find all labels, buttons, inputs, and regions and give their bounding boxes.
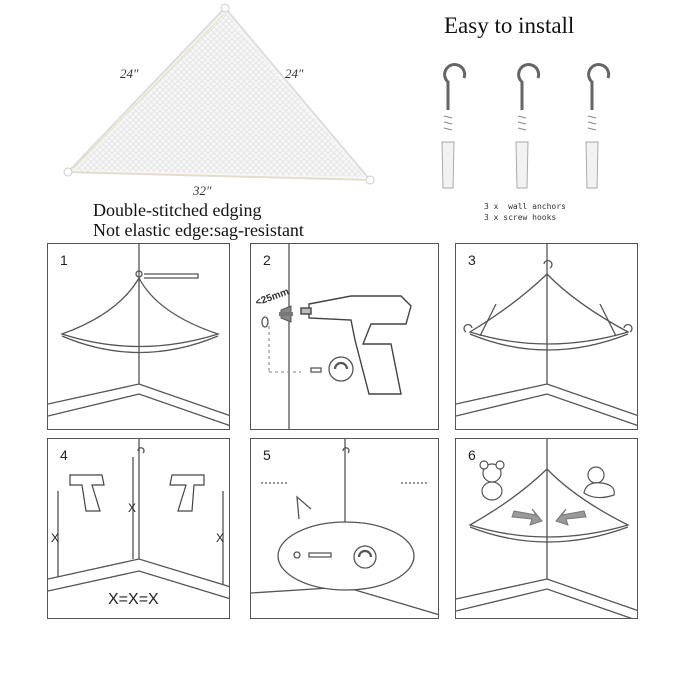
step-panel-3: 3 [455,243,638,430]
step-1-illustration [48,244,229,426]
insert-arrows [511,508,587,526]
install-title: Easy to install [444,13,575,38]
step-number: 4 [60,447,68,463]
step-3-illustration [456,244,637,426]
dim-right-label: 24″ [285,66,304,81]
equal-heights-equation: X=X=X [108,591,159,608]
step-2-illustration [261,244,412,429]
feature-line-1: Double-stitched edging [93,200,262,220]
feature-line-2: Not elastic edge:sag-resistant [93,220,304,240]
step-panel-2: 2 <25mm [250,243,439,430]
dim-bottom-label: 32″ [193,183,212,198]
step-number: 6 [468,447,476,463]
step-6-illustration [456,439,637,618]
step-number: 3 [468,252,476,268]
product-net-illustration [40,0,390,200]
screw-hooks-and-anchors-image [441,63,611,189]
drill-icon-right [169,474,205,512]
hooks-illustration [420,60,620,200]
step-panel-4: 4 X X X X=X=X [47,438,230,619]
step-panel-1: 1 [47,243,230,430]
step-panel-6: 6 [455,438,638,619]
drill-icon [300,295,412,395]
step-5-illustration [251,439,438,616]
x-label-right: X [216,531,225,545]
step-number: 1 [60,252,68,268]
step-number: 5 [263,447,271,463]
hook-set [443,63,611,110]
drill-icon-left [69,474,105,512]
x-label-center: X [128,501,137,515]
x-label-left: X [51,531,60,545]
teddy-bear-icon [479,460,505,501]
dim-left-label: 24″ [120,66,139,81]
step-panel-5: 5 [250,438,439,619]
step-4-illustration [48,439,229,600]
rubber-duck-icon [583,466,615,499]
parts-line-2: 3 x screw hooks [484,213,557,222]
parts-line-1: 3 x wall anchors [484,202,566,211]
step-number: 2 [263,252,271,268]
triangle-net-image [63,3,375,185]
